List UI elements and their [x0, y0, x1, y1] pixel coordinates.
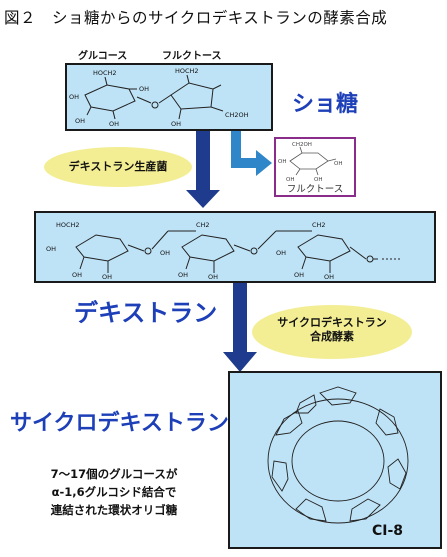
dextran-ring-label: OH [160, 249, 170, 257]
arrow-to-fructose [231, 131, 272, 176]
dextran-box: HOCH2 CH2 CH2 OH OH OH OH OH OH OH OH OH [34, 211, 436, 283]
enzyme2-line: 合成酵素 [310, 330, 354, 343]
dextran-ring-label: CH2 [312, 221, 326, 229]
cyclodextran-structure [267, 386, 409, 524]
fructose-ring-label: OH [286, 177, 294, 183]
figure-title: 図２ ショ糖からのサイクロデキストランの酵素合成 [4, 9, 388, 27]
enzyme-producer-ellipse: デキストラン生産菌 [44, 147, 192, 187]
dextran-ring-label: OH [208, 273, 218, 281]
sucrose-box: HOCH2 OH OH OH OH HOCH2 CH2OH OH [65, 63, 273, 131]
cyclodextran-description: 7～17個のグルコースが α-1,6グルコシド結合で 連結された環状オリゴ糖 [24, 465, 204, 519]
sucrose-ring-label: OH [139, 85, 149, 93]
dextran-ring-label: HOCH2 [56, 221, 80, 229]
cyclodextran-name: サイクロデキストラン [10, 411, 229, 436]
dextran-name: デキストラン [74, 299, 218, 327]
sucrose-ring-label: HOCH2 [93, 69, 117, 77]
cyclodextran-box: CI-8 [228, 371, 442, 549]
dextran-ring-label: OH [102, 273, 112, 281]
sucrose-ring-label: HOCH2 [175, 67, 199, 75]
enzyme2-line: サイクロデキストラン [277, 316, 387, 329]
fructose-ring-label: OH [334, 161, 342, 167]
sucrose-ring-label: OH [109, 120, 119, 128]
sucrose-ring-label: CH2OH [225, 111, 249, 119]
arrow-dextran-to-cyclodextran [223, 283, 257, 372]
dextran-ring-label: OH [46, 245, 56, 253]
cyclodextran-code: CI-8 [372, 523, 404, 539]
fructose-ring-label: OH [278, 159, 286, 165]
cyclodextran-synthase-ellipse: サイクロデキストラン 合成酵素 [252, 305, 412, 359]
sucrose-ring-label: OH [171, 120, 181, 128]
dextran-ring-label: OH [276, 249, 286, 257]
description-line: 連結された環状オリゴ糖 [50, 503, 178, 517]
sucrose-ring-label: OH [69, 93, 79, 101]
enzyme-producer-label: デキストラン生産菌 [68, 160, 168, 173]
description-line: α-1,6グルコシド結合で [51, 485, 177, 499]
sucrose-name: ショ糖 [292, 92, 359, 117]
fructose-product-structure: CH2OH OH OH OH OH [278, 142, 342, 183]
description-line: 7～17個のグルコースが [50, 467, 178, 481]
dextran-ring-label: OH [294, 271, 304, 279]
dextran-structure: HOCH2 CH2 CH2 OH OH OH OH OH OH OH OH OH [46, 221, 402, 281]
sucrose-structure: HOCH2 OH OH OH OH HOCH2 CH2OH OH [69, 67, 249, 128]
dextran-ring-label: CH2 [196, 221, 210, 229]
arrow-sucrose-to-dextran [186, 131, 220, 208]
fructose-product-box: CH2OH OH OH OH OH フルクトース [274, 137, 356, 197]
fructose-product-name: フルクトース [286, 184, 344, 195]
dextran-ring-label: OH [178, 271, 188, 279]
fructose-ring-label: CH2OH [292, 142, 312, 148]
sucrose-ring-label: OH [75, 117, 85, 125]
dextran-ring-label: OH [324, 273, 334, 281]
dextran-ring-label: OH [72, 271, 82, 279]
glucose-label: グルコース [78, 51, 128, 62]
fructose-ring-label: OH [314, 177, 322, 183]
fructose-label: フルクトース [162, 51, 222, 62]
